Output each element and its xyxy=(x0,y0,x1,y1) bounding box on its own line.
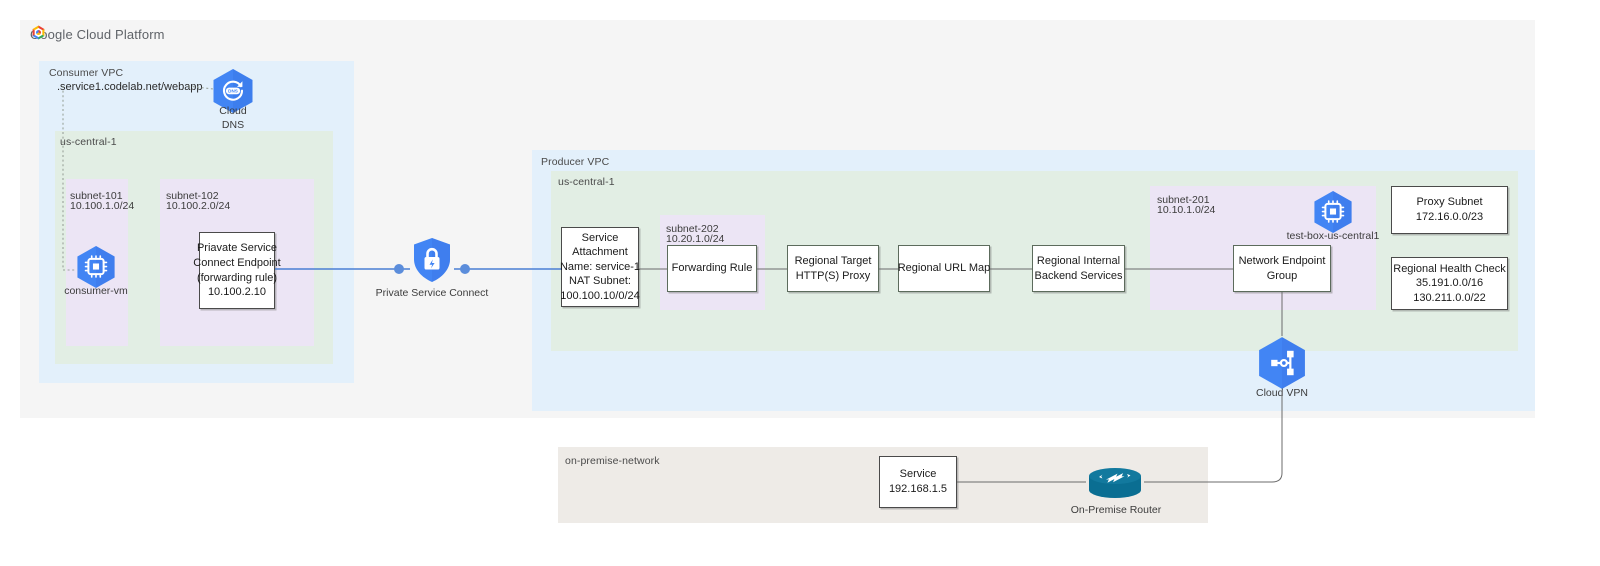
cloud-dns-label-line2: DNS xyxy=(221,119,245,132)
service-attachment-line4: NAT Subnet: xyxy=(569,275,631,288)
subnet-202-name: subnet-202 xyxy=(666,223,719,235)
regional-health-check-line2: 35.191.0.0/16 xyxy=(1415,277,1484,290)
regional-health-check-box: Regional Health Check 35.191.0.0/16 130.… xyxy=(1391,257,1508,310)
regional-backend-services-box: Regional Internal Backend Services xyxy=(1032,245,1125,292)
regional-target-proxy-box: Regional Target HTTP(S) Proxy xyxy=(787,245,879,292)
regional-url-map-box: Regional URL Map xyxy=(898,245,990,292)
regional-backend-services-line1: Regional Internal xyxy=(1036,254,1121,267)
compute-engine-icon-test-box xyxy=(1313,190,1353,234)
cloud-dns-label-line1: Cloud xyxy=(219,105,247,117)
regional-health-check-line3: 130.211.0.0/22 xyxy=(1413,291,1486,304)
psc-endpoint-line1: Priavate Service xyxy=(196,242,278,255)
private-service-connect-icon xyxy=(410,236,454,289)
on-premise-network-label: on-premise-network xyxy=(565,455,660,467)
subnet-102-cidr: 10.100.2.0/24 xyxy=(166,200,231,212)
service-attachment-line2: Attachment xyxy=(572,246,628,259)
service-attachment-box: Service Attachment Name: service-1 NAT S… xyxy=(559,227,641,307)
cloud-dns-icon: DNS xyxy=(212,68,254,114)
service-attachment-line5: 100.100.10/0/24 xyxy=(560,289,640,302)
forwarding-rule-label: Forwarding Rule xyxy=(671,262,753,275)
on-premise-router-label: On-Premise Router xyxy=(1070,504,1162,516)
cloud-dns-label: Cloud DNS xyxy=(193,104,273,132)
regional-target-proxy-line2: HTTP(S) Proxy xyxy=(795,269,871,282)
regional-health-check-line1: Regional Health Check xyxy=(1393,262,1506,275)
consumer-vpc-label: Consumer VPC xyxy=(49,67,124,79)
subnet-201-name: subnet-201 xyxy=(1157,194,1210,206)
dns-hostname-label: .service1.codelab.net/webapp xyxy=(57,81,203,93)
subnet-101-cidr: 10.100.1.0/24 xyxy=(70,200,135,212)
psc-endpoint-line2: Connect Endpoint xyxy=(193,256,281,269)
proxy-subnet-box: Proxy Subnet 172.16.0.0/23 xyxy=(1391,186,1508,234)
test-box-vm-label: test-box-us-central1 xyxy=(1286,230,1380,242)
psc-endpoint-box: Priavate Service Connect Endpoint (forwa… xyxy=(193,232,281,309)
producer-vpc-label: Producer VPC xyxy=(541,156,610,168)
regional-url-map-label: Regional URL Map xyxy=(897,262,991,275)
compute-engine-icon-consumer-vm xyxy=(76,245,116,289)
subnet-201-cidr: 10.10.1.0/24 xyxy=(1157,204,1216,216)
subnet-101-name: subnet-101 xyxy=(70,190,123,202)
network-endpoint-group-box: Network Endpoint Group xyxy=(1233,245,1331,292)
subnet-202-cidr: 10.20.1.0/24 xyxy=(666,233,725,245)
regional-backend-services-line2: Backend Services xyxy=(1034,269,1123,282)
subnet-102-name: subnet-102 xyxy=(166,190,219,202)
on-premise-service-line2: 192.168.1.5 xyxy=(888,483,948,495)
consumer-vm-label: consumer-vm xyxy=(64,285,128,297)
private-service-connect-label: Private Service Connect xyxy=(375,287,489,299)
cloud-vpn-icon xyxy=(1256,336,1308,390)
svg-text:DNS: DNS xyxy=(228,89,238,94)
cloud-vpn-label: Cloud VPN xyxy=(1256,387,1308,399)
proxy-subnet-line2: 172.16.0.0/23 xyxy=(1415,211,1484,223)
on-premise-service-box: Service 192.168.1.5 xyxy=(879,456,957,508)
network-endpoint-group-line2: Group xyxy=(1266,269,1298,282)
forwarding-rule-box: Forwarding Rule xyxy=(667,245,757,292)
gcp-wordmark: Google Cloud Platform xyxy=(30,27,165,42)
regional-target-proxy-line1: Regional Target xyxy=(794,254,872,267)
service-attachment-line3: Name: service-1 xyxy=(559,260,641,273)
on-premise-service-line1: Service xyxy=(899,468,937,481)
consumer-region-label: us-central-1 xyxy=(60,136,117,148)
router-icon xyxy=(1086,464,1144,505)
psc-endpoint-line4: 10.100.2.10 xyxy=(207,286,267,299)
google-cloud-platform-logo xyxy=(30,24,47,46)
psc-endpoint-line3: (forwarding rule) xyxy=(196,271,278,284)
service-attachment-line1: Service xyxy=(581,231,619,244)
producer-region-label: us-central-1 xyxy=(558,176,615,188)
network-endpoint-group-line1: Network Endpoint xyxy=(1238,254,1326,267)
proxy-subnet-line1: Proxy Subnet xyxy=(1416,196,1483,209)
gcp-header: Google Cloud Platform xyxy=(30,25,165,42)
